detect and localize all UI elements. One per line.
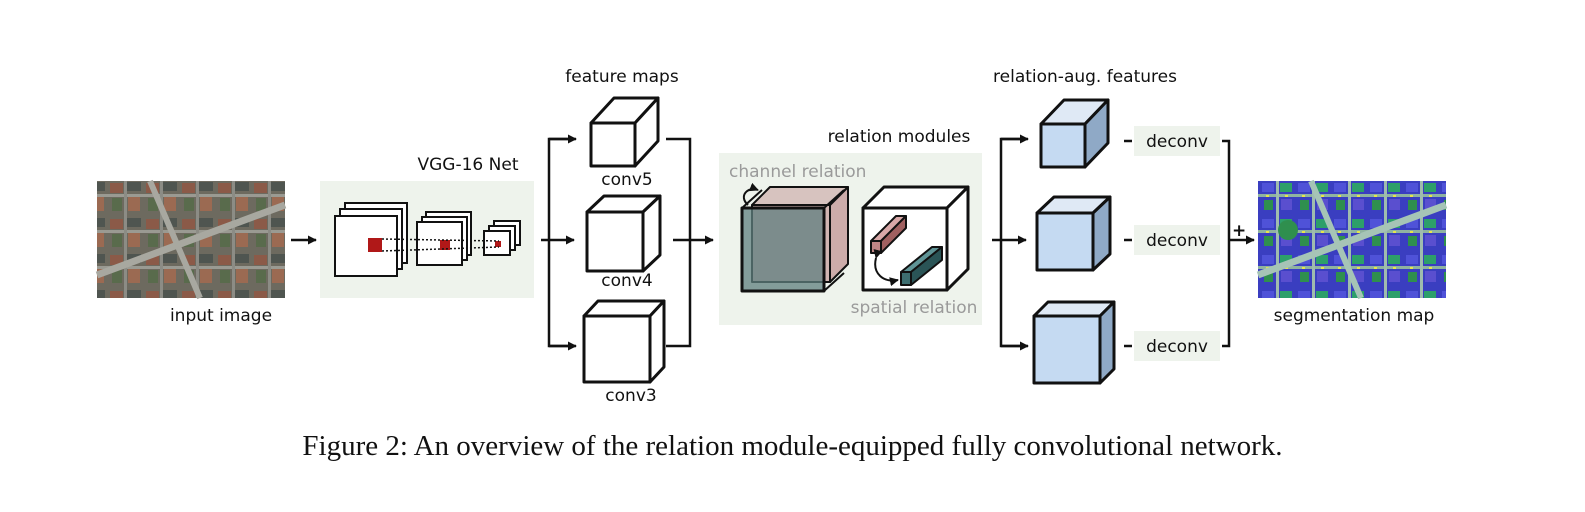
channel-relation-arrow [742, 182, 759, 206]
input-image-label: input image [170, 306, 272, 326]
figure-caption: Figure 2: An overview of the relation mo… [302, 430, 1283, 462]
receptive-patch-small [495, 241, 501, 247]
relation-modules-label: relation modules [828, 127, 971, 147]
vgg-layer-stack-small [483, 220, 521, 256]
conv5-cube [589, 96, 660, 168]
relation-aug-cube-top [1039, 98, 1110, 169]
conv3-cube [582, 299, 666, 384]
feature-map-split-bracket [547, 137, 574, 348]
spatial-relation-teal-bar [900, 246, 943, 286]
spatial-relation-arrow [873, 249, 899, 287]
conv4-cube [585, 194, 662, 273]
deconv-label-top: deconv [1146, 132, 1208, 152]
receptive-patch-large [368, 238, 382, 252]
deconv-label-middle: deconv [1146, 231, 1208, 251]
deconv-block-top: deconv [1134, 126, 1220, 156]
relation-aug-cube-bottom [1032, 300, 1116, 385]
channel-relation-label: channel relation [729, 162, 866, 182]
conv3-label: conv3 [605, 386, 656, 406]
input-image [95, 179, 287, 300]
channel-relation-cube [740, 186, 849, 293]
deconv-connectors [1124, 139, 1132, 348]
relation-aug-label: relation-aug. features [993, 67, 1177, 87]
spatial-relation-pink-bar [870, 215, 907, 254]
segmentation-map-label: segmentation map [1274, 306, 1435, 326]
conv4-label: conv4 [601, 271, 652, 291]
sum-plus-sign: + [1232, 221, 1246, 241]
receptive-field-lines [381, 238, 500, 252]
vgg-layer-stack-medium [416, 211, 472, 266]
spatial-relation-label: spatial relation [851, 298, 978, 318]
feature-map-merge-bracket [666, 137, 692, 348]
deconv-label-bottom: deconv [1146, 337, 1208, 357]
relation-aug-split-bracket [999, 137, 1026, 348]
feature-maps-label: feature maps [565, 67, 679, 87]
deconv-block-middle: deconv [1134, 225, 1220, 255]
relation-aug-cube-middle [1035, 195, 1112, 272]
deconv-block-bottom: deconv [1134, 331, 1220, 361]
receptive-patch-medium [440, 240, 450, 250]
vgg-label: VGG-16 Net [418, 155, 519, 175]
sum-bracket [1222, 139, 1231, 348]
segmentation-map-image [1256, 179, 1448, 300]
conv5-label: conv5 [601, 170, 652, 190]
